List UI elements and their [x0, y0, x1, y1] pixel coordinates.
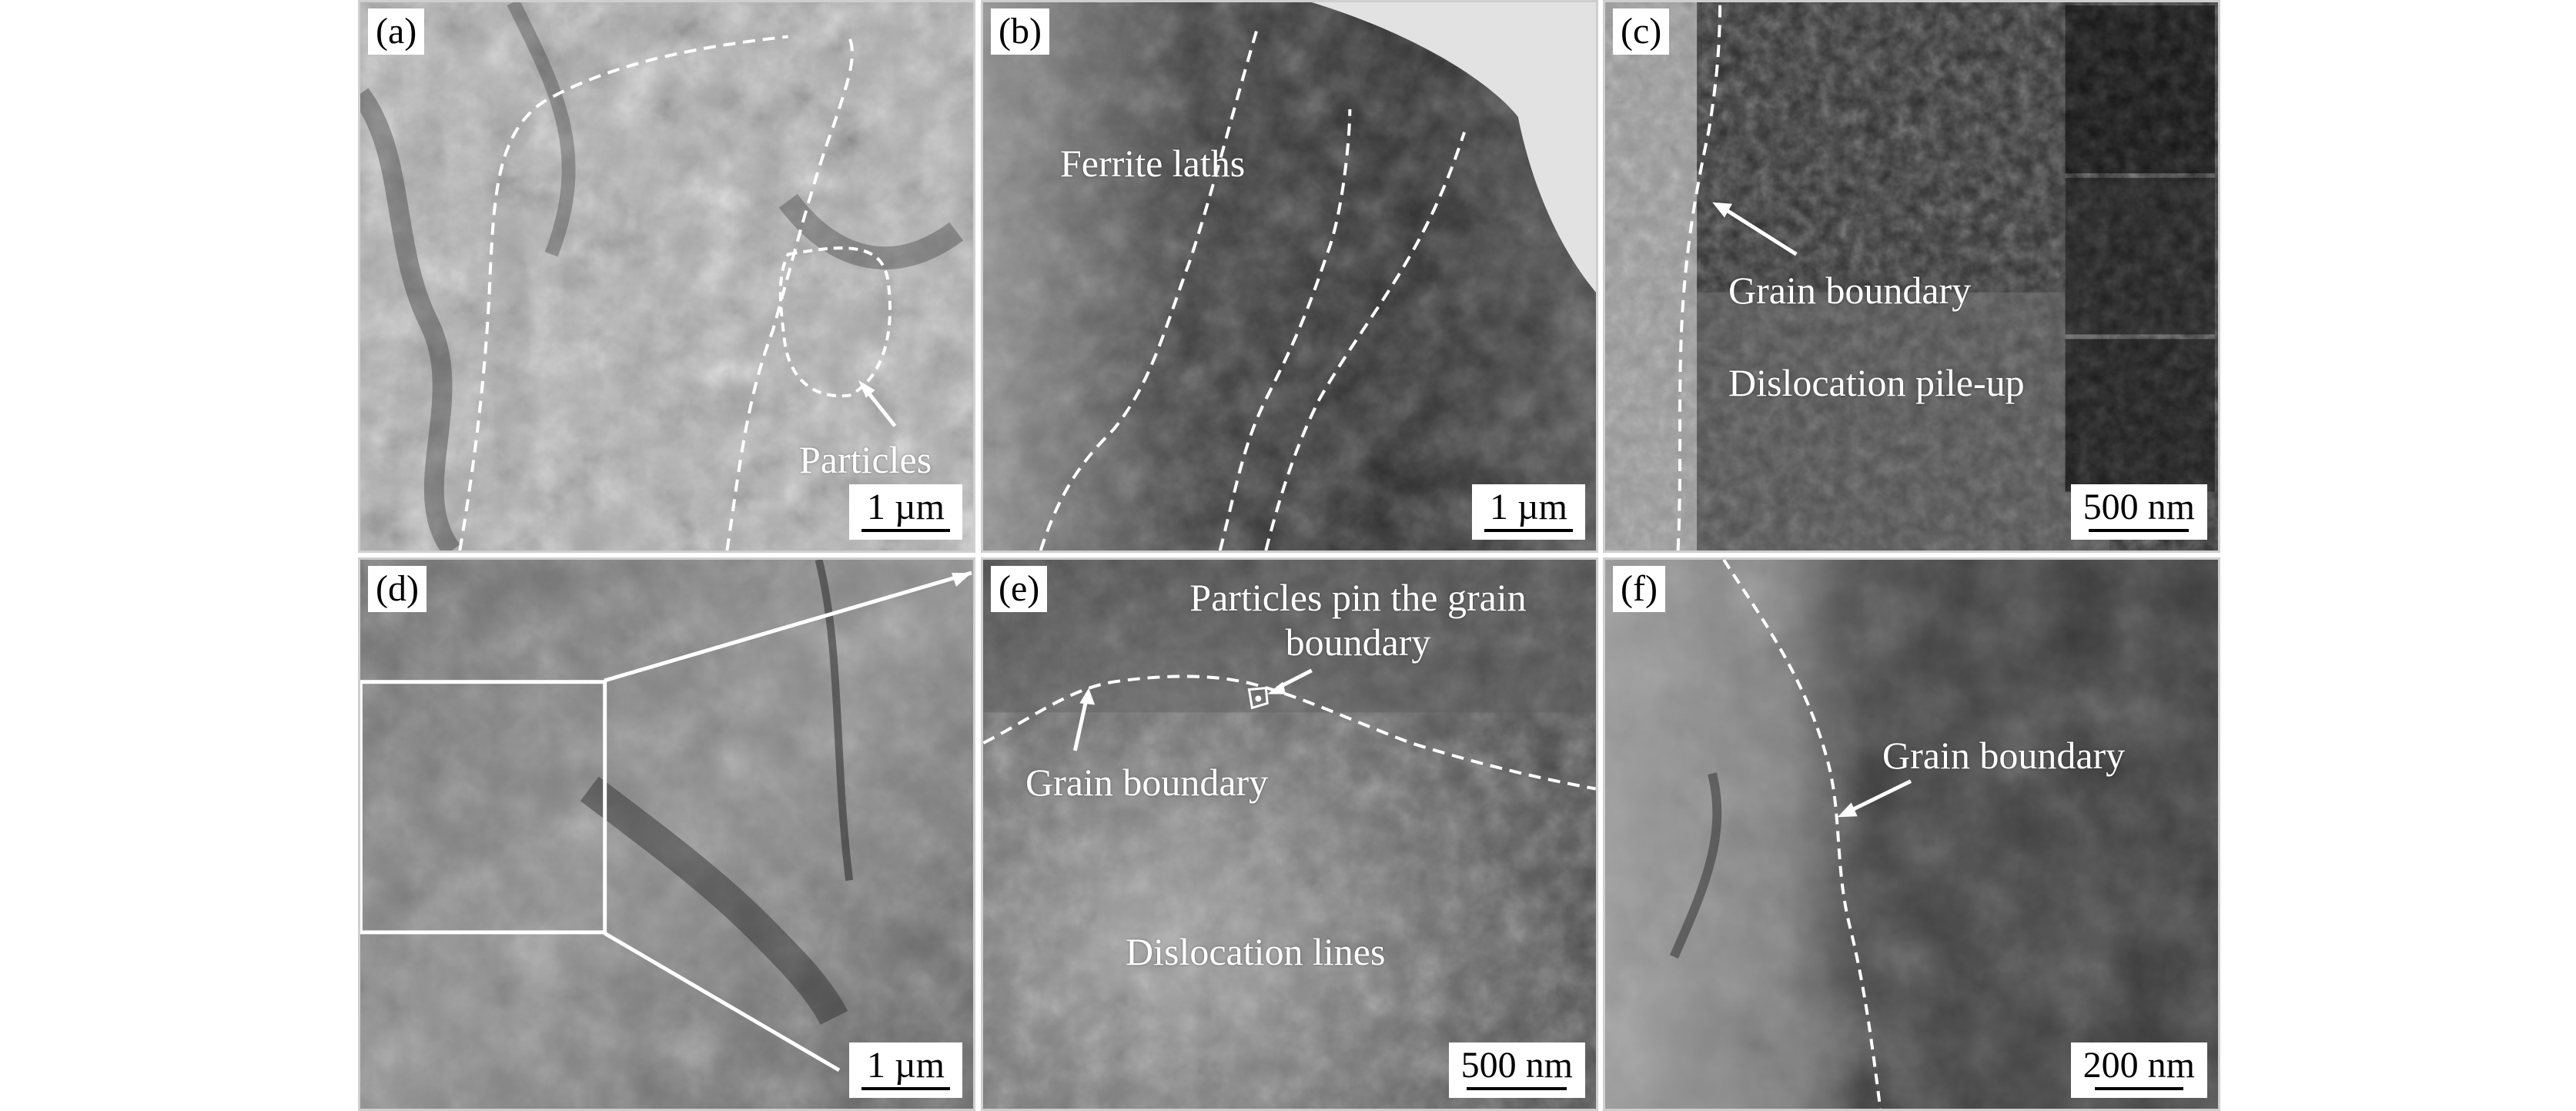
panel-f: (f) Grain boundary 200 nm [1603, 557, 2220, 1111]
panel-d: (d) 1 µm [358, 557, 975, 1111]
panel-f-scale-bar: 200 nm [2070, 1042, 2207, 1098]
panel-e-scale-line [1467, 1087, 1567, 1090]
panel-b-ferrite-laths-label: Ferrite laths [1060, 142, 1246, 185]
panel-d-scale-line [861, 1087, 950, 1090]
panel-f-micrograph [1605, 560, 2218, 1109]
panel-c-scale-text: 500 nm [2083, 487, 2195, 527]
panel-c-label: (c) [1613, 8, 1670, 55]
panel-c-grain-boundary-label: Grain boundary [1728, 269, 1972, 312]
panel-e-particles-pin-line1: Particles pin the grain [1189, 576, 1527, 619]
panel-b-label: (b) [991, 8, 1049, 55]
panel-f-grain-boundary-label: Grain boundary [1882, 734, 2126, 777]
panel-a-micrograph [360, 2, 973, 550]
panel-d-label: (d) [368, 566, 427, 612]
panel-c: (c) Grain boundary Dislocation pile-up 5… [1603, 0, 2220, 553]
panel-e-particles-pin-line2: boundary [1285, 621, 1431, 664]
panel-a-boundaries [458, 35, 897, 550]
panel-a-scale-bar: 1 µm [849, 484, 962, 540]
panel-a: (a) Particles 1 µm [358, 0, 975, 553]
panel-c-micrograph [1605, 2, 2218, 550]
panel-d-scale-bar: 1 µm [849, 1042, 962, 1098]
panel-b-boundaries [1039, 25, 1466, 550]
panel-e-scale-bar: 500 nm [1448, 1042, 1585, 1098]
panel-c-dislocation-pileup-label: Dislocation pile-up [1728, 361, 2025, 404]
panel-a-scale-line [861, 529, 950, 532]
panel-e-particles-pin-label: Particles pin the grain boundary [1162, 575, 1554, 664]
panel-c-scale-line [2089, 529, 2190, 532]
panel-b-micrograph [983, 2, 1596, 550]
panel-f-boundaries [1722, 560, 1912, 1109]
panel-e-scale-text: 500 nm [1460, 1045, 1573, 1086]
panel-c-boundaries [1676, 2, 1798, 550]
panel-b-scale-text: 1 µm [1490, 487, 1567, 527]
panel-e-label: (e) [991, 566, 1048, 612]
panel-a-particles-label: Particles [799, 438, 932, 481]
panel-f-scale-text: 200 nm [2083, 1045, 2195, 1086]
panel-b: (b) Ferrite laths 1 µm [981, 0, 1598, 553]
panel-e: (e) Particles pin the grain boundary Gra… [981, 557, 1598, 1111]
panel-a-scale-text: 1 µm [867, 487, 945, 527]
panel-e-dislocation-lines-label: Dislocation lines [1126, 930, 1386, 973]
panel-c-scale-bar: 500 nm [2070, 484, 2207, 540]
panel-f-scale-line [2094, 1087, 2183, 1090]
panel-d-zoom-box [360, 680, 607, 935]
panel-b-scale-bar: 1 µm [1472, 484, 1585, 540]
panel-b-scale-line [1484, 529, 1573, 532]
panel-e-micrograph [983, 560, 1596, 1109]
panel-e-boundaries [983, 668, 1596, 791]
panel-a-label: (a) [368, 8, 425, 55]
panel-d-scale-text: 1 µm [867, 1045, 945, 1086]
panel-f-label: (f) [1613, 566, 1665, 612]
panel-e-grain-boundary-label: Grain boundary [1025, 761, 1269, 804]
